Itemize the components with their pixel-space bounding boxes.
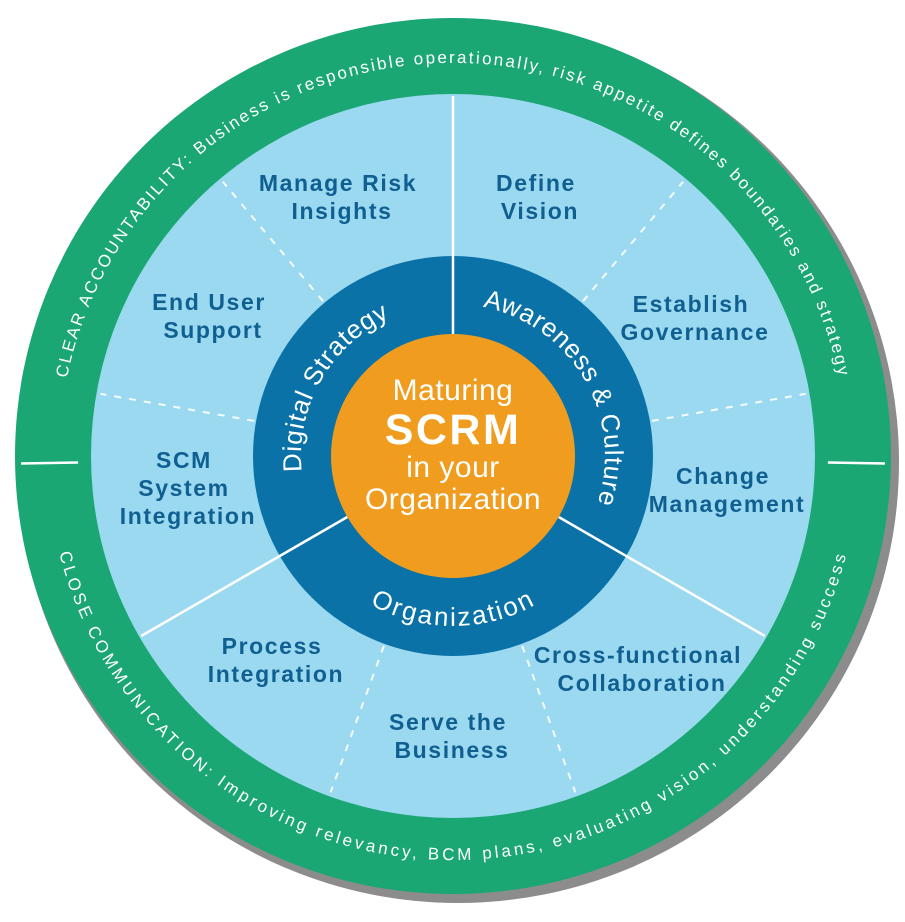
- center-circle: [331, 334, 575, 578]
- sector-divider-lower-left: [140, 515, 348, 638]
- segment-label-line: Governance: [621, 319, 770, 345]
- segment-label-end-user-support: End User Support: [152, 289, 274, 343]
- segment-label-line: Management: [649, 491, 806, 517]
- segment-label-line: Change: [676, 463, 770, 489]
- segment-label-line: SCM: [156, 447, 212, 473]
- segment-label-line: Integration: [208, 661, 344, 687]
- segment-label-line: Manage Risk: [259, 170, 417, 196]
- segment-divider-right: [651, 392, 806, 422]
- segment-label-change-management: Change Management: [649, 463, 806, 517]
- segment-label-line: Integration: [120, 503, 256, 529]
- segment-label-line: Define: [496, 170, 576, 196]
- segment-divider-lower-right: [521, 645, 577, 793]
- segment-label-line: Business: [394, 737, 509, 763]
- segment-label-line: Cross-functional: [534, 642, 742, 668]
- segment-label-line: Insights: [292, 198, 393, 224]
- segment-divider-upper-left: [222, 181, 324, 302]
- segment-label-cross-functional-collaboration: Cross-functional Collaboration: [534, 642, 750, 696]
- outer-ring-divider-right: [827, 461, 885, 465]
- center-title-line1: Maturing: [393, 374, 514, 407]
- segment-label-serve-the-business: Serve the Business: [389, 709, 515, 763]
- center-title-scrm: SCRM: [385, 406, 522, 454]
- outer-ring-divider-left: [21, 461, 79, 465]
- segment-divider-lower-left: [329, 645, 385, 793]
- segment-divider-left: [100, 392, 255, 422]
- segment-label-line: Process: [222, 633, 323, 659]
- segment-label-scm-system-integration: SCM System Integration: [120, 447, 256, 529]
- segment-label-line: Collaboration: [557, 670, 726, 696]
- segment-divider-upper-right: [582, 181, 684, 302]
- segment-label-line: Vision: [501, 198, 579, 224]
- segment-label-line: Establish: [633, 291, 750, 317]
- segment-label-line: System: [138, 475, 229, 501]
- segment-label-line: Support: [163, 317, 262, 343]
- center-title-line4: Organization: [365, 483, 541, 516]
- center-title-line3: in your: [406, 451, 500, 484]
- segment-label-line: Serve the: [389, 709, 507, 735]
- segment-label-process-integration: Process Integration: [208, 633, 344, 687]
- segment-label-manage-risk-insights: Manage Risk Insights: [259, 170, 425, 224]
- sector-divider-lower-right: [558, 515, 766, 638]
- segment-label-define-vision: Define Vision: [496, 170, 584, 224]
- segment-label-establish-governance: Establish Governance: [621, 291, 770, 345]
- segment-label-line: End User: [152, 289, 266, 315]
